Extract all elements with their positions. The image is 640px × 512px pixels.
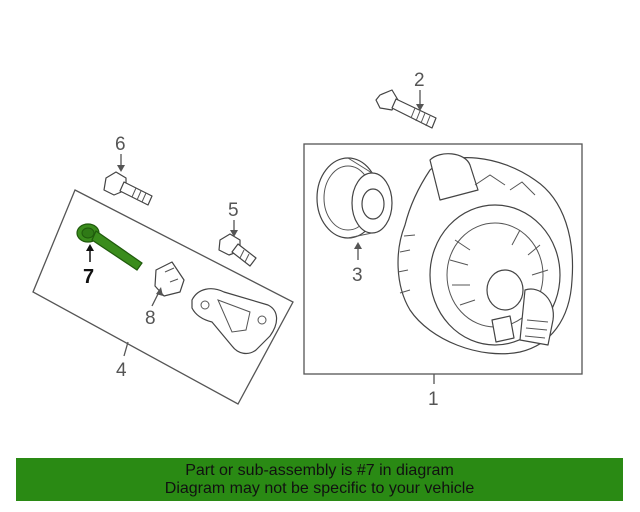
alternator-assembly-box bbox=[303, 143, 583, 375]
callout-5: 5 bbox=[228, 200, 239, 221]
bolt-5[interactable] bbox=[218, 233, 257, 267]
callout-1: 1 bbox=[428, 389, 439, 410]
alternator[interactable] bbox=[397, 153, 574, 355]
callout-8: 8 bbox=[145, 308, 156, 329]
arrowhead-8 bbox=[156, 287, 163, 296]
arrowhead-5 bbox=[230, 230, 238, 237]
arrowhead-3 bbox=[354, 242, 362, 249]
bracket-assembly-group bbox=[32, 189, 294, 405]
bolt-6[interactable] bbox=[103, 171, 153, 206]
leader-line-4 bbox=[123, 341, 129, 357]
mounting-bracket[interactable] bbox=[191, 288, 278, 355]
bracket-assembly-box bbox=[32, 189, 294, 405]
banner-line-2: Diagram may not be specific to your vehi… bbox=[164, 479, 475, 497]
pulley[interactable] bbox=[316, 157, 393, 239]
callout-7: 7 bbox=[83, 266, 94, 288]
callout-3: 3 bbox=[352, 265, 363, 286]
banner-line-1: Part or sub-assembly is #7 in diagram bbox=[185, 461, 454, 479]
arrowhead-6 bbox=[117, 165, 125, 172]
bolt-2[interactable] bbox=[375, 89, 437, 129]
info-banner: Part or sub-assembly is #7 in diagram Di… bbox=[16, 458, 623, 501]
bolt-7-highlighted[interactable] bbox=[76, 223, 143, 271]
callout-6: 6 bbox=[115, 134, 126, 155]
callout-4: 4 bbox=[116, 360, 127, 381]
clip-8[interactable] bbox=[154, 261, 185, 297]
callout-2: 2 bbox=[414, 70, 425, 91]
arrowhead-7 bbox=[86, 244, 94, 251]
parts-diagram: 1 2 3 4 5 6 7 8 bbox=[32, 70, 583, 410]
arrowhead-2 bbox=[416, 104, 424, 111]
alternator-assembly-group bbox=[303, 143, 583, 384]
